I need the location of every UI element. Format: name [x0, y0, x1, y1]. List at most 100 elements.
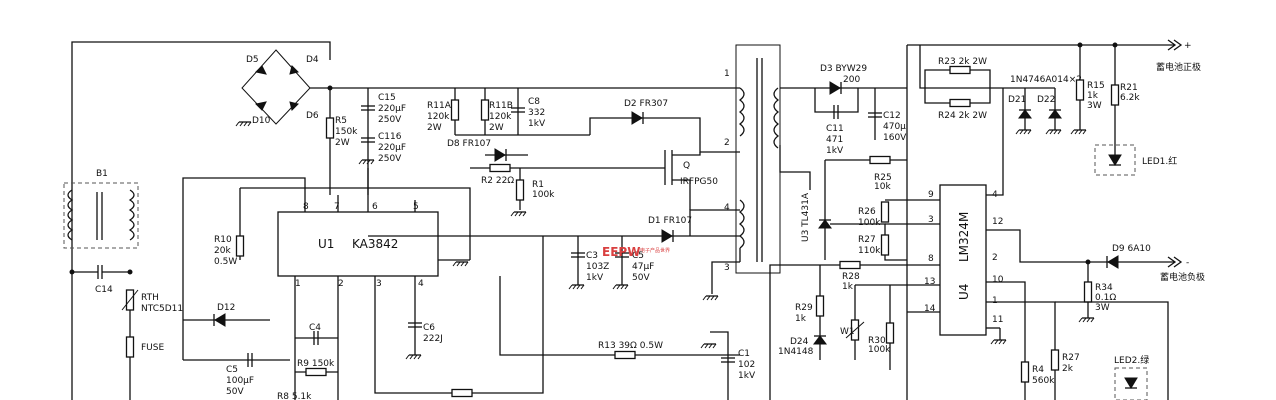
label-r11bp: 2W: [489, 123, 504, 133]
label-r21v: 6.2k: [1120, 93, 1140, 103]
label-r25v: 10k: [874, 182, 891, 192]
label-c1: C1: [738, 349, 750, 359]
label-c3v: 103Z: [586, 262, 609, 272]
opamp-pin-1: 1: [992, 296, 998, 306]
label-c14: C14: [95, 285, 113, 295]
input-section: B1 C14 RTH NTC5D11 FUSE: [63, 41, 331, 400]
label-b1: B1: [96, 169, 108, 179]
label-bat-pos: 蓄电池正极: [1156, 61, 1201, 73]
label-c1v: 102: [738, 360, 755, 370]
label-r13: R13 39Ω 0.5W: [598, 341, 663, 351]
label-r34p: 3W: [1095, 303, 1110, 313]
label-c5ru: 50V: [632, 273, 650, 283]
label-d12: D12: [217, 303, 235, 313]
label-c15u: 250V: [378, 115, 402, 125]
label-d9: D9 6A10: [1112, 244, 1151, 254]
label-c12u: 160V: [883, 133, 907, 143]
label-r2: R2 22Ω: [481, 176, 514, 186]
label-q: Q: [683, 161, 690, 171]
watermark-logo: EEPW 电子产品世界: [602, 245, 670, 259]
label-c116: C116: [378, 132, 402, 142]
label-c12v: 470μ: [883, 122, 906, 132]
label-c1u: 1kV: [738, 371, 756, 381]
label-r30: R30: [868, 336, 886, 346]
label-r30v: 100k: [868, 345, 891, 355]
label-rth: RTH: [141, 293, 159, 303]
watermark-text: EEPW: [602, 245, 640, 259]
label-r27l: R27: [858, 235, 876, 245]
label-r27lv: 110k: [858, 246, 881, 256]
label-irf: IRFPG50: [680, 177, 718, 187]
secondary-side: D3 BYW29 200 C11 471 1kV C12 470μ 160V R…: [769, 39, 1205, 400]
label-d3: D3 BYW29: [820, 64, 867, 74]
label-r26: R26: [858, 207, 876, 217]
label-r11av: 120k: [427, 112, 450, 122]
label-c3: C3: [586, 251, 598, 261]
pin-3: 3: [376, 279, 382, 289]
label-d24v: 1N4148: [778, 347, 814, 357]
label-c5rv: 47μF: [632, 262, 654, 272]
lm324-opamp: [939, 184, 987, 336]
label-r1: R1: [532, 180, 544, 190]
label-r15v: 1k: [1087, 91, 1099, 101]
pin-8: 8: [303, 202, 309, 212]
label-fuse: FUSE: [141, 343, 164, 353]
label-d6: D6: [306, 111, 319, 121]
label-r11b: R11B: [489, 101, 513, 111]
label-r11a: R11A: [427, 101, 452, 111]
label-r27r: R27: [1062, 353, 1080, 363]
label-minus: -: [1186, 258, 1189, 268]
label-r4: R4: [1032, 365, 1044, 375]
label-u1: U1: [318, 237, 334, 251]
pin-2: 2: [338, 279, 344, 289]
label-r24: R24 2k 2W: [938, 111, 987, 121]
label-c3u: 1kV: [586, 273, 604, 283]
label-ka: KA3842: [352, 237, 398, 251]
label-d21: D21: [1008, 95, 1026, 105]
opamp-pin-8: 8: [928, 254, 934, 264]
label-d2: D2 FR307: [624, 99, 668, 109]
label-d1: D1 FR107: [648, 216, 692, 226]
label-r23: R23 2k 2W: [938, 57, 987, 67]
label-d22: D22: [1037, 95, 1055, 105]
label-d4: D4: [306, 55, 319, 65]
transformer: 1 2 4 3: [702, 44, 781, 301]
pin-1: 1: [295, 279, 301, 289]
pin-7: 7: [334, 202, 340, 212]
ka3842-controller: [277, 211, 439, 277]
label-d5: D5: [246, 55, 259, 65]
label-c8v: 332: [528, 108, 545, 118]
label-c8: C8: [528, 97, 540, 107]
label-r29: R29: [795, 303, 813, 313]
label-tl431: U3 TL431A: [801, 192, 811, 242]
label-r15: R15: [1087, 81, 1105, 91]
label-led2: LED2.绿: [1114, 354, 1149, 366]
label-c8u: 1kV: [528, 119, 546, 129]
label-c11u: 1kV: [826, 146, 844, 156]
label-r10p: 0.5W: [214, 257, 237, 267]
label-r11bv: 120k: [489, 112, 512, 122]
label-r9: R9 150k: [297, 359, 335, 369]
pin-6: 6: [372, 202, 378, 212]
label-c12: C12: [883, 111, 901, 121]
label-ntc: NTC5D11: [141, 304, 183, 314]
watermark-subtext: 电子产品世界: [640, 247, 670, 254]
label-r26v: 100k: [858, 218, 881, 228]
label-c6v: 222J: [423, 334, 443, 344]
label-c11: C11: [826, 124, 844, 134]
label-c116u: 250V: [378, 154, 402, 164]
label-r10v: 20k: [214, 246, 231, 256]
label-c5l: C5: [226, 365, 238, 375]
opamp-pin-2: 2: [992, 253, 998, 263]
label-bat-neg: 蓄电池负极: [1160, 271, 1205, 283]
label-c6: C6: [423, 323, 435, 333]
label-r34v: 0.1Ω: [1095, 293, 1116, 303]
label-r8: R8 5.1k: [277, 392, 312, 400]
label-lm324: LM324M: [957, 212, 971, 262]
opamp-pin-14: 14: [924, 304, 936, 314]
bridge-rectifier: D5 D4 D10 D6: [235, 49, 330, 127]
label-u4: U4: [957, 284, 971, 300]
label-led1: LED1.红: [1142, 155, 1177, 167]
trans-pin-2: 2: [724, 138, 730, 148]
label-r4v: 560k: [1032, 376, 1055, 386]
